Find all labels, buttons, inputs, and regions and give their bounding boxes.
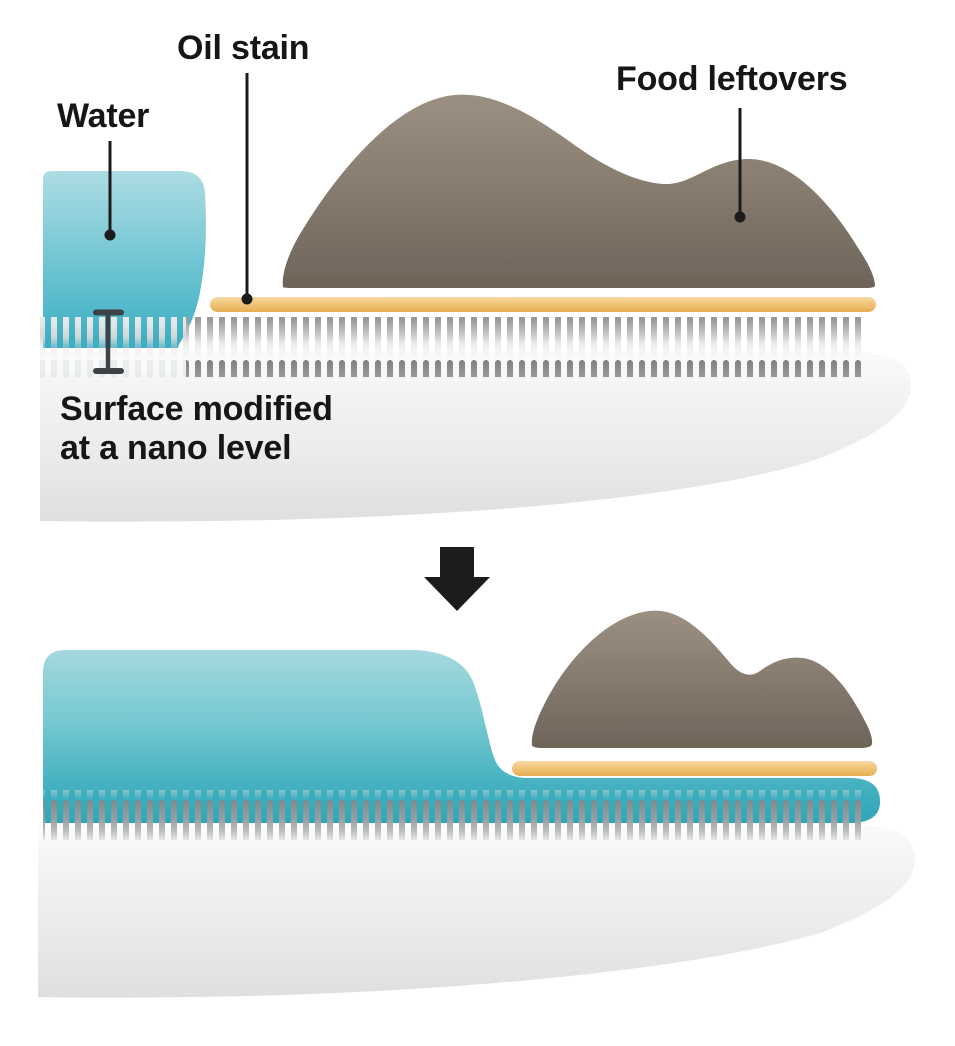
oil-stain-label: Oil stain — [177, 29, 310, 67]
surface-caption-line2: at a nano level — [60, 429, 292, 467]
food-leftovers-label: Food leftovers — [616, 60, 848, 98]
water-droplet-before — [43, 171, 206, 348]
food-leftovers-after — [531, 610, 873, 748]
oil-stain-layer-before — [210, 297, 876, 312]
panel-before — [40, 73, 912, 522]
food-leftovers-pointer-dot — [734, 211, 746, 223]
oil-stain-pointer-dot — [241, 293, 253, 305]
nano-teeth-after — [43, 790, 867, 840]
nano-thickness-bracket — [93, 309, 124, 374]
surface-plate-after — [38, 825, 916, 998]
oil-stain-layer-after — [512, 761, 877, 776]
surface-plate-before — [40, 352, 912, 522]
food-leftovers-before — [282, 94, 876, 289]
water-pointer-dot — [104, 229, 116, 241]
water-spread-after — [43, 650, 881, 823]
panel-after — [38, 610, 916, 998]
nano-teeth-before-wet-highlight — [40, 317, 186, 377]
surface-caption: Surface modified at a nano level — [60, 390, 333, 468]
surface-caption-line1: Surface modified — [60, 390, 333, 428]
down-arrow-icon — [424, 547, 490, 611]
water-label: Water — [57, 97, 150, 135]
